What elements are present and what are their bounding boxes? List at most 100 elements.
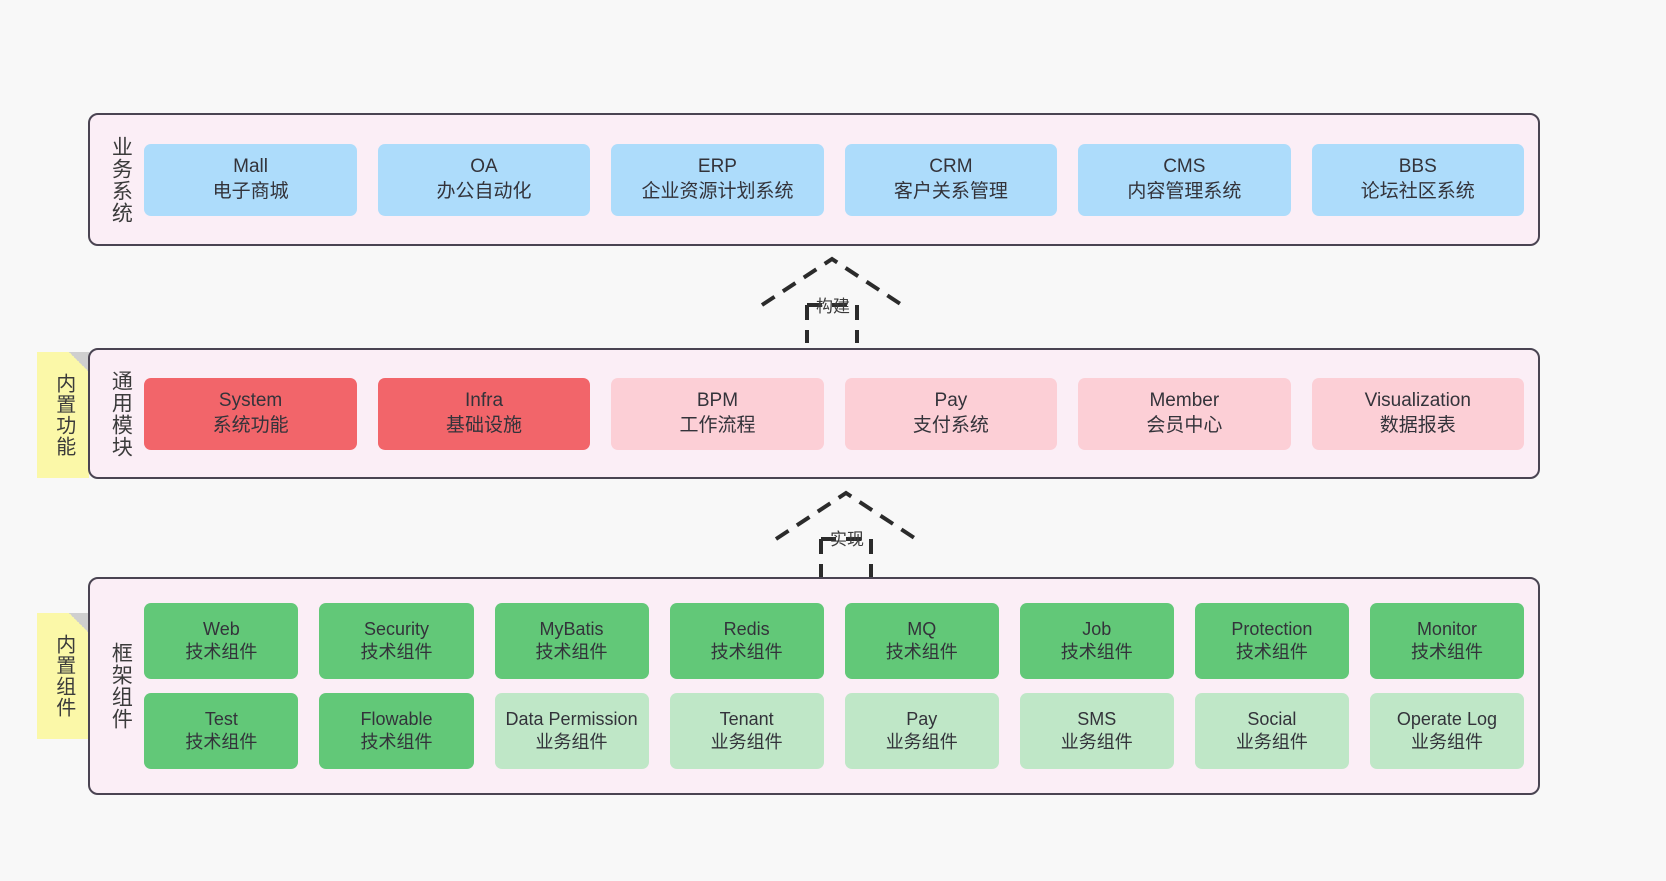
card-title-en: Test: [204, 708, 238, 729]
card-title-en: BPM: [696, 390, 739, 412]
card-title-en: Pay: [906, 708, 938, 729]
card-mybatis[interactable]: MyBatis 技术组件: [494, 603, 649, 679]
card-title-en: BBS: [1398, 156, 1437, 178]
card-title-en: Flowable: [360, 708, 433, 729]
card-title-cn: 数据报表: [1379, 414, 1456, 436]
card-title-en: Web: [203, 618, 240, 639]
note-builtin-component-label: 内置组件: [52, 634, 75, 718]
card-title-cn: 技术组件: [360, 732, 433, 752]
card-title-en: MyBatis: [539, 618, 604, 639]
card-title-en: Monitor: [1416, 618, 1477, 639]
note-builtin-component: 内置组件: [37, 613, 89, 739]
card-title-cn: 业务组件: [1235, 732, 1308, 752]
card-operate-log[interactable]: Operate Log 业务组件: [1369, 693, 1524, 769]
card-title-en: Redis: [723, 618, 770, 639]
card-title-cn: 技术组件: [1410, 642, 1483, 662]
card-title-cn: 办公自动化: [436, 180, 532, 202]
card-title-cn: 业务组件: [1410, 732, 1483, 752]
card-redis[interactable]: Redis 技术组件: [669, 603, 824, 679]
card-title-cn: 内容管理系统: [1127, 180, 1242, 202]
note-builtin-function-label: 内置功能: [52, 373, 75, 457]
card-sms[interactable]: SMS 业务组件: [1019, 693, 1174, 769]
card-pay[interactable]: Pay 业务组件: [844, 693, 999, 769]
card-title-en: Operate Log: [1396, 708, 1497, 729]
card-title-cn: 会员中心: [1146, 414, 1223, 436]
card-title-cn: 技术组件: [1235, 642, 1308, 662]
card-title-cn: 技术组件: [360, 642, 433, 662]
card-title-cn: 工作流程: [679, 414, 756, 436]
card-title-cn: 电子商城: [212, 180, 289, 202]
card-title-en: System: [218, 390, 283, 412]
card-title-cn: 业务组件: [710, 732, 783, 752]
card-test[interactable]: Test 技术组件: [144, 693, 299, 769]
card-mq[interactable]: MQ 技术组件: [844, 603, 999, 679]
card-title-cn: 基础设施: [446, 414, 523, 436]
connector-implement-arrow: [766, 487, 926, 579]
note-builtin-function: 内置功能: [37, 352, 89, 478]
card-title-cn: 技术组件: [185, 732, 258, 752]
note-fold-icon: [69, 352, 89, 372]
card-title-cn: 技术组件: [1060, 642, 1133, 662]
card-title-cn: 技术组件: [535, 642, 608, 662]
layer-title-business-systems: 业务系统: [109, 135, 133, 224]
card-title-cn: 业务组件: [885, 732, 958, 752]
card-title-cn: 论坛社区系统: [1360, 180, 1475, 202]
layer-title-framework-components: 框架组件: [109, 642, 133, 730]
card-web[interactable]: Web 技术组件: [144, 603, 299, 679]
card-security[interactable]: Security 技术组件: [319, 603, 474, 679]
card-title-cn: 技术组件: [185, 642, 258, 662]
layer-title-common-modules: 通用模块: [109, 369, 133, 458]
card-title-cn: 支付系统: [912, 414, 989, 436]
card-title-en: Job: [1082, 618, 1112, 639]
card-title-cn: 业务组件: [1060, 732, 1133, 752]
card-monitor[interactable]: Monitor 技术组件: [1369, 603, 1524, 679]
note-fold-icon: [69, 613, 89, 633]
card-title-cn: 客户关系管理: [893, 180, 1008, 202]
connector-implement-label: 实现: [830, 530, 864, 549]
card-title-cn: 系统功能: [212, 414, 289, 436]
card-title-cn: 技术组件: [710, 642, 783, 662]
card-protection[interactable]: Protection 技术组件: [1194, 603, 1349, 679]
card-title-en: Protection: [1231, 618, 1313, 639]
card-title-en: OA: [470, 156, 498, 178]
card-flowable[interactable]: Flowable 技术组件: [319, 693, 474, 769]
card-title-en: Visualization: [1364, 390, 1471, 412]
card-title-en: CRM: [929, 156, 973, 178]
connector-build-arrow: [752, 253, 912, 345]
card-title-en: Pay: [934, 390, 968, 412]
card-title-en: Mall: [233, 156, 268, 178]
card-tenant[interactable]: Tenant 业务组件: [669, 693, 824, 769]
card-title-en: Data Permission: [505, 708, 638, 729]
card-title-en: Infra: [465, 390, 504, 412]
card-title-en: Member: [1149, 390, 1220, 412]
card-title-en: Security: [363, 618, 429, 639]
card-title-en: Tenant: [719, 708, 774, 729]
card-title-en: ERP: [697, 156, 737, 178]
card-title-cn: 技术组件: [885, 642, 958, 662]
card-title-en: MQ: [907, 618, 937, 639]
card-title-cn: 企业资源计划系统: [641, 180, 794, 202]
card-title-en: SMS: [1077, 708, 1117, 729]
card-job[interactable]: Job 技术组件: [1019, 603, 1174, 679]
